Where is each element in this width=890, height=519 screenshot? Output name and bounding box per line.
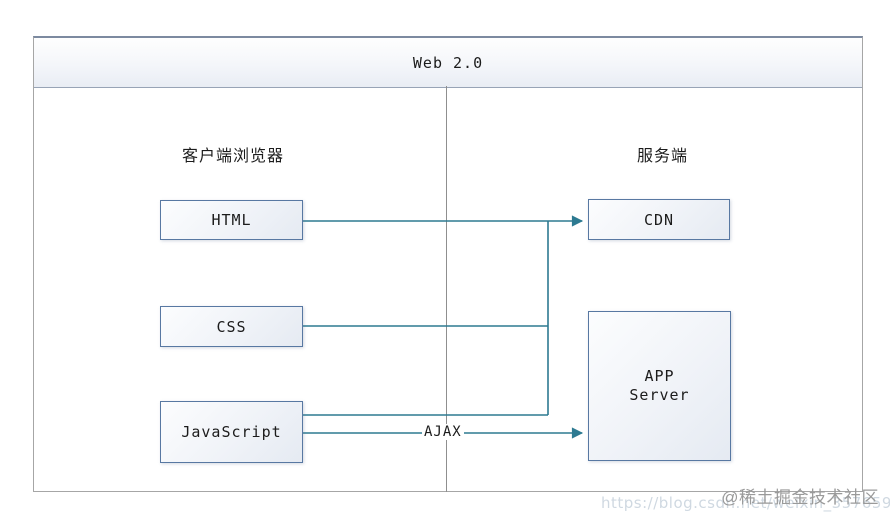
node-javascript: JavaScript [160, 401, 303, 463]
lane-label-client-browser: 客户端浏览器 [182, 148, 285, 165]
node-cdn: CDN [588, 199, 730, 240]
node-app-server-label-line1: APP [644, 367, 675, 385]
node-javascript-label: JavaScript [181, 423, 282, 441]
node-app-server-label-line2: Server [629, 386, 690, 404]
edge-label-ajax: AJAX [422, 424, 464, 440]
node-html: HTML [160, 200, 303, 240]
node-cdn-label: CDN [643, 210, 675, 229]
lane-divider [446, 86, 447, 492]
node-css-label: CSS [216, 317, 247, 336]
watermark-url: https://blog.csdn.net/weixin_35765992 [601, 494, 890, 512]
node-html-label: HTML [211, 211, 252, 229]
diagram-title: Web 2.0 [412, 53, 484, 72]
title-band: Web 2.0 [34, 38, 862, 88]
lane-label-server: 服务端 [637, 148, 689, 165]
watermark-community: @稀土掘金技术社区 [721, 488, 879, 507]
node-app-server: APP Server [588, 311, 731, 461]
node-css: CSS [160, 306, 303, 347]
